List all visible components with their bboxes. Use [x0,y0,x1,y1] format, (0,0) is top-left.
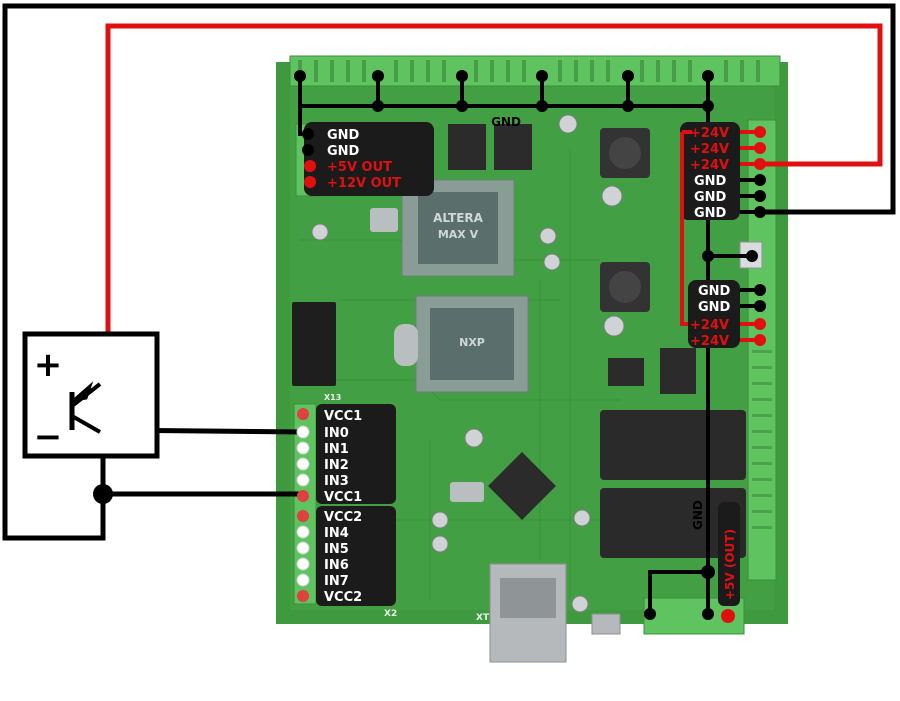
pcb-mark-x2: X2 [384,609,397,619]
junction-dot-left [93,484,113,504]
pcb-mark-x13: X13 [324,393,341,402]
inductors [600,128,650,312]
power-left-block: GND GND +5V OUT +12V OUT [302,122,434,196]
right-terminal-strip [747,119,777,581]
vcc2-bottom: VCC2 [324,590,362,605]
in0-label: IN0 [324,426,349,441]
usb-connector [591,613,621,635]
gnd-pin-1 [302,128,314,140]
bottom-5v-out-label: +5V (OUT) [723,529,737,600]
capacitors [311,114,625,613]
sensor-box: + − [22,331,160,459]
right-mid-24v-1: +24V [690,318,729,333]
ethernet-jack [489,563,567,663]
in3-label: IN3 [324,474,349,489]
in4-label: IN4 [324,526,349,541]
vcc1-top: VCC1 [324,409,362,424]
right-top-gnd-3: GND [694,206,727,221]
pcb-mark-xt: XT [476,613,490,623]
jtag-header [292,302,336,386]
right-top-gnd-2: GND [694,190,727,205]
in1-label: IN1 [324,442,349,457]
right-mid-gnd-2: GND [698,300,731,315]
inputs-top-block: VCC1 IN0 IN1 IN2 IN3 VCC1 [296,404,396,505]
bottom-right-block: GND +5V (OUT) [644,500,740,623]
v12-pin [304,176,316,188]
right-top-24v-2: +24V [690,142,729,157]
small-ics [448,124,696,520]
black-wire-outer [2,3,896,541]
bottom-gnd-label: GND [691,500,705,530]
sensor-plus-label: + [34,345,63,385]
right-mid-24v-2: +24V [690,334,729,349]
left-gnd-2: GND [327,144,360,159]
right-mid-gnd-1: GND [698,284,731,299]
power-right-top-block: +24V +24V +24V GND GND GND [680,122,766,326]
gnd-bus-label: GND [491,115,521,129]
fpga-brand: ALTERA [433,211,484,225]
right-top-24v-3: +24V [690,158,729,173]
sensor-minus-label: − [34,417,63,457]
gnd-pin-2 [302,144,314,156]
right-top-gnd-1: GND [694,174,727,189]
in6-label: IN6 [324,558,349,573]
mcu-brand: NXP [459,336,485,349]
mcu-chip: NXP [415,295,529,393]
fpga-model: MAX V [438,228,479,241]
in5-label: IN5 [324,542,349,557]
right-top-24v-1: +24V [690,126,729,141]
vcc2-top: VCC2 [324,510,362,525]
red-wire-24v [105,23,883,384]
inputs-bottom-block: VCC2 IN4 IN5 IN6 IN7 VCC2 [296,506,396,606]
vcc1-bottom: VCC1 [324,490,362,505]
crystals [370,208,484,502]
black-wire-vcc1 [100,458,302,497]
v5-pin [304,160,316,172]
left-5v-out: +5V OUT [327,160,392,175]
power-right-mid-block: GND GND +24V +24V [688,280,766,349]
in7-label: IN7 [324,574,349,589]
left-12v-out: +12V OUT [327,176,401,191]
in2-label: IN2 [324,458,349,473]
left-gnd-1: GND [327,128,360,143]
transistor-emitter [71,414,101,434]
